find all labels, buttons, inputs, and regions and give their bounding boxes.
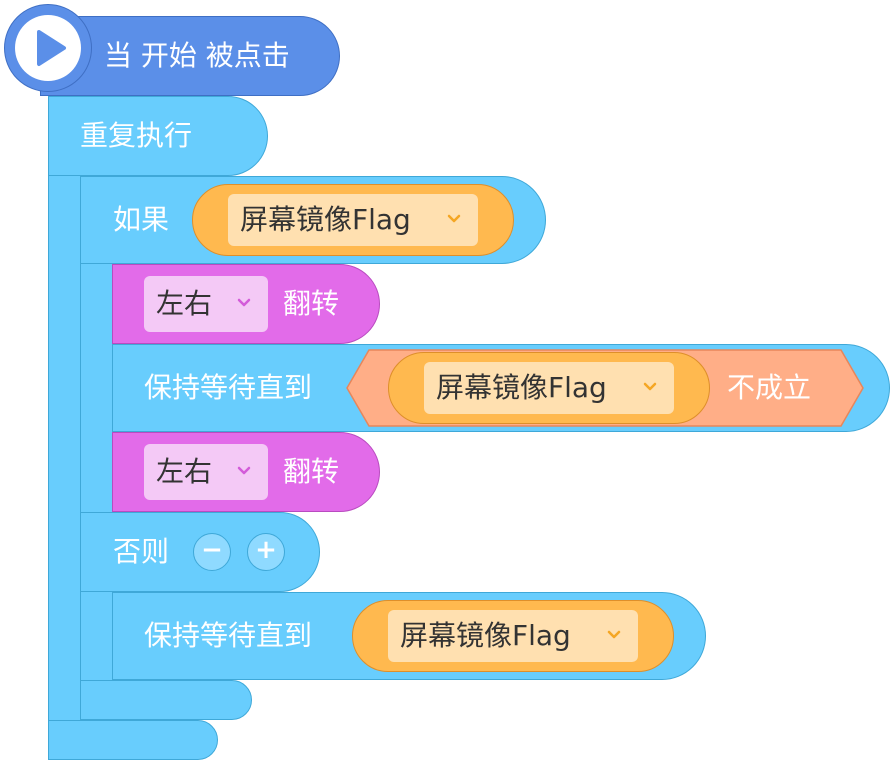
chevron-down-icon [606, 628, 622, 644]
if-else-block-foot[interactable] [80, 680, 252, 720]
flip-direction-dropdown-1[interactable]: 左右 [144, 276, 268, 332]
forever-block-foot[interactable] [48, 720, 218, 760]
forever-block[interactable] [48, 96, 268, 176]
wait-until-label-1: 保持等待直到 [144, 371, 313, 404]
plus-icon: + [255, 535, 277, 565]
if-condition-dropdown[interactable]: 屏幕镜像Flag [228, 194, 478, 246]
chevron-down-icon [236, 464, 252, 480]
remove-branch-button[interactable]: − [193, 533, 231, 571]
minus-icon: − [201, 535, 223, 565]
wait-condition-text-1: 屏幕镜像Flag [436, 371, 607, 404]
flip-direction-dropdown-2[interactable]: 左右 [144, 444, 268, 500]
chevron-down-icon [236, 296, 252, 312]
chevron-down-icon [642, 380, 658, 396]
wait-condition-dropdown-2[interactable]: 屏幕镜像Flag [388, 610, 638, 662]
hat-label: 当 开始 被点击 [104, 39, 290, 72]
flip-label-1: 翻转 [283, 287, 340, 320]
flip-direction-text-2: 左右 [156, 455, 213, 488]
wait-condition-text-2: 屏幕镜像Flag [400, 619, 571, 652]
wait-until-label-2: 保持等待直到 [144, 619, 313, 652]
if-condition-text: 屏幕镜像Flag [240, 203, 411, 236]
play-icon [15, 15, 81, 81]
forever-label: 重复执行 [80, 119, 193, 152]
not-label: 不成立 [727, 371, 812, 404]
flip-label-2: 翻转 [283, 455, 340, 488]
forever-block-arm[interactable] [48, 96, 80, 760]
flip-direction-text-1: 左右 [156, 287, 213, 320]
else-label: 否则 [113, 535, 170, 568]
wait-condition-dropdown-1[interactable]: 屏幕镜像Flag [424, 362, 674, 414]
add-branch-button[interactable]: + [247, 533, 285, 571]
chevron-down-icon [446, 212, 462, 228]
if-else-block-arm[interactable] [80, 176, 112, 720]
if-label: 如果 [113, 203, 170, 236]
